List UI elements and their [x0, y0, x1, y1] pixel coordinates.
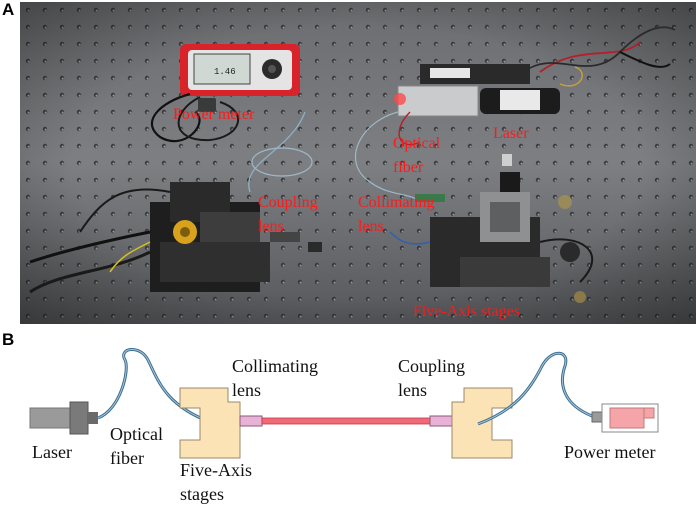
- setup-schematic: Collimating lens Coupling lens Laser Opt…: [29, 348, 659, 504]
- schematic-label-stages: stages: [180, 484, 224, 504]
- schematic-label-coupling: Coupling: [398, 356, 465, 376]
- schematic-label-optical: Optical: [110, 424, 163, 444]
- left-optical-fiber: [97, 348, 211, 424]
- panel-letter-b: B: [2, 330, 15, 349]
- laser-beam: [261, 417, 431, 425]
- laser-device: [394, 64, 560, 117]
- collimating-lens-icon: [239, 415, 263, 427]
- schematic-label-five-axis: Five-Axis: [180, 460, 252, 480]
- schematic-label-collimating-lens: lens: [232, 380, 261, 400]
- photo-label-coupling: Coupling: [258, 194, 318, 211]
- schematic-label-coupling-lens: lens: [398, 380, 427, 400]
- panel-letter-a: A: [2, 0, 15, 19]
- photo-label-optical: Optical: [393, 135, 441, 152]
- power-meter-icon: [591, 403, 659, 433]
- photo-label-collimating-lens: lens: [358, 218, 384, 235]
- photo-label-power-meter: Power meter: [173, 106, 255, 123]
- photo-label-five-axis: Five-Axis stages: [413, 303, 520, 320]
- laser-icon: [29, 401, 98, 435]
- schematic-label-laser: Laser: [32, 442, 72, 462]
- schematic-label-power-meter: Power meter: [564, 442, 655, 462]
- setup-photo: 1.46: [20, 2, 696, 324]
- schematic-label-fiber: fiber: [110, 448, 144, 468]
- right-five-axis-stage: [430, 172, 586, 303]
- power-meter-device: 1.46: [180, 44, 300, 96]
- left-stage-block: [179, 387, 241, 459]
- photo-label-coupling-lens: lens: [258, 218, 284, 235]
- coupling-lens-icon: [429, 415, 453, 427]
- photo-label-laser: Laser: [493, 125, 529, 142]
- photo-label-collimating: Collimating: [358, 194, 434, 211]
- power-meter-reading: 1.46: [214, 67, 236, 77]
- photo-label-fiber: fiber: [393, 159, 424, 176]
- schematic-label-collimating: Collimating: [232, 356, 318, 376]
- left-five-axis-stage: [150, 182, 300, 292]
